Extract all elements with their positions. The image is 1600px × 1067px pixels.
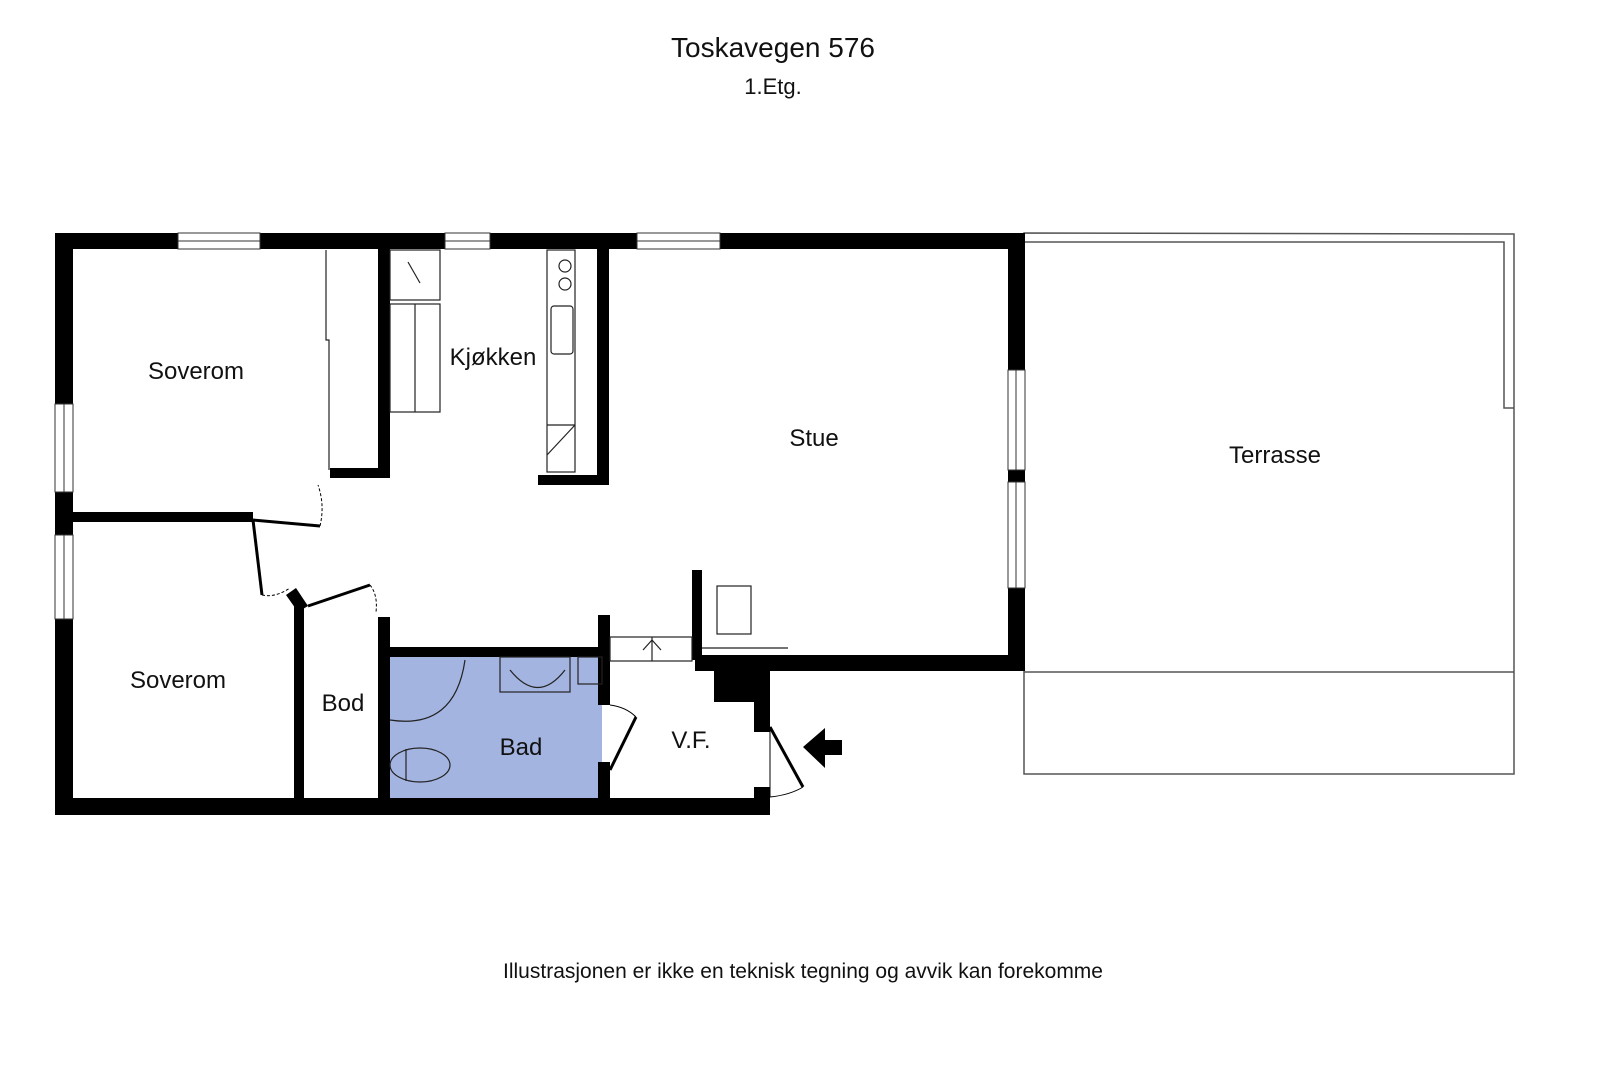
plan-title: Toskavegen 576: [671, 32, 875, 63]
bathroom-fill: [390, 655, 602, 798]
windows: [54, 232, 1026, 620]
room-label-soverom-1: Soverom: [147, 358, 245, 385]
room-label-soverom-2: Soverom: [129, 667, 227, 694]
room-label-vindfang: V.F.: [671, 727, 711, 754]
room-label-bod: Bod: [321, 690, 365, 717]
room-label-terrasse: Terrasse: [1228, 442, 1322, 469]
room-label-stue: Stue: [789, 425, 839, 452]
terrace-outline: [1023, 232, 1515, 775]
floor-label: 1.Etg.: [744, 74, 802, 99]
fixtures: [325, 249, 788, 783]
interior-walls: [73, 249, 702, 798]
disclaimer-text: Illustrasjonen er ikke en teknisk tegnin…: [503, 960, 1103, 983]
doors: [251, 484, 805, 798]
room-label-bad: Bad: [499, 734, 543, 761]
arrow-left-icon: [803, 728, 842, 768]
room-label-kjokken: Kjøkken: [449, 344, 537, 371]
